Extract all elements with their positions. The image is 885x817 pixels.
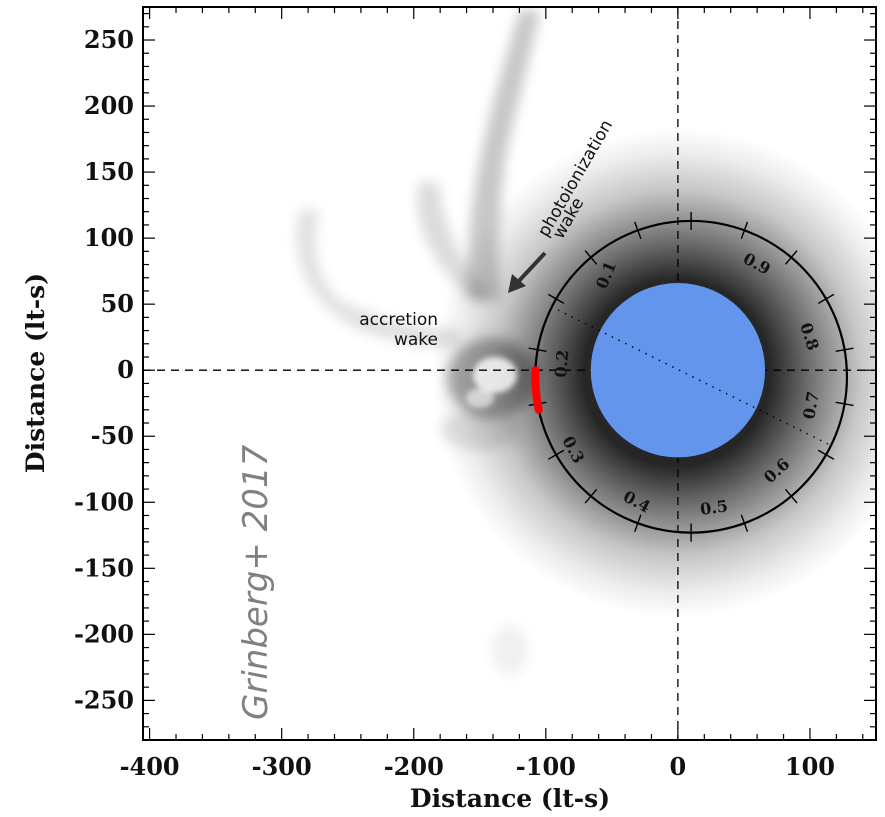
orbit-tick-marks xyxy=(528,211,854,542)
y-tick-label: -250 xyxy=(74,685,134,714)
orbit-tick xyxy=(528,347,547,352)
orbit-tick xyxy=(784,488,798,504)
y-tick-label: 150 xyxy=(84,157,134,186)
x-tick-label: 0 xyxy=(670,752,687,781)
orbit-tick xyxy=(784,250,798,265)
x-tick-label: -300 xyxy=(252,752,312,781)
orbit-tick xyxy=(835,347,854,352)
x-tick-labels: -400 -300 -200 -100 0 100 xyxy=(120,752,835,781)
phase-label-0.5: 0.5 xyxy=(699,496,729,519)
orbit-tick xyxy=(817,449,835,460)
accretion-wake-label-line1: accretion xyxy=(359,310,438,330)
y-tick-label: 200 xyxy=(84,91,134,120)
orbit-tick xyxy=(547,293,565,304)
axis-ticks xyxy=(143,7,876,741)
x-tick-label: -100 xyxy=(516,752,576,781)
y-tick-label: 250 xyxy=(84,25,134,54)
orbit-tick xyxy=(547,449,565,460)
y-axis-title: Distance (lt-s) xyxy=(21,273,50,473)
orbit-tick xyxy=(740,221,749,240)
y-tick-label: -150 xyxy=(74,553,134,582)
orbit-tick xyxy=(817,293,835,304)
orbit-tick xyxy=(634,514,642,532)
orbit-tick xyxy=(740,514,749,532)
y-tick-label: 100 xyxy=(84,223,134,252)
plot-frame xyxy=(142,6,877,741)
y-tick-label: 0 xyxy=(117,355,134,384)
orbit-tick xyxy=(584,488,598,504)
x-tick-label: -400 xyxy=(120,752,180,781)
y-tick-label: 50 xyxy=(101,289,134,318)
credit-label: Grinberg+ 2017 xyxy=(236,444,276,720)
orbit-tick xyxy=(584,250,598,265)
x-tick-label: -200 xyxy=(384,752,444,781)
y-tick-label: -200 xyxy=(74,619,134,648)
x-tick-label: 100 xyxy=(785,752,835,781)
star-disc xyxy=(590,283,766,458)
highlighted-orbit-arc xyxy=(531,366,543,414)
y-tick-label: -50 xyxy=(91,421,134,450)
x-axis-title: Distance (lt-s) xyxy=(410,784,610,813)
y-tick-label: -100 xyxy=(74,487,134,516)
phase-label-0.2: 0.2 xyxy=(551,349,572,378)
y-tick-labels: 250 200 150 100 50 0 -50 -100 -150 -200 -250 xyxy=(74,25,134,714)
accretion-wake-label-line2: wake xyxy=(394,330,438,350)
photoionization-arrow xyxy=(508,251,547,293)
orbit-tick xyxy=(835,401,854,407)
orbit-tick xyxy=(634,221,642,240)
phase-label-0.7: 0.7 xyxy=(799,390,823,421)
